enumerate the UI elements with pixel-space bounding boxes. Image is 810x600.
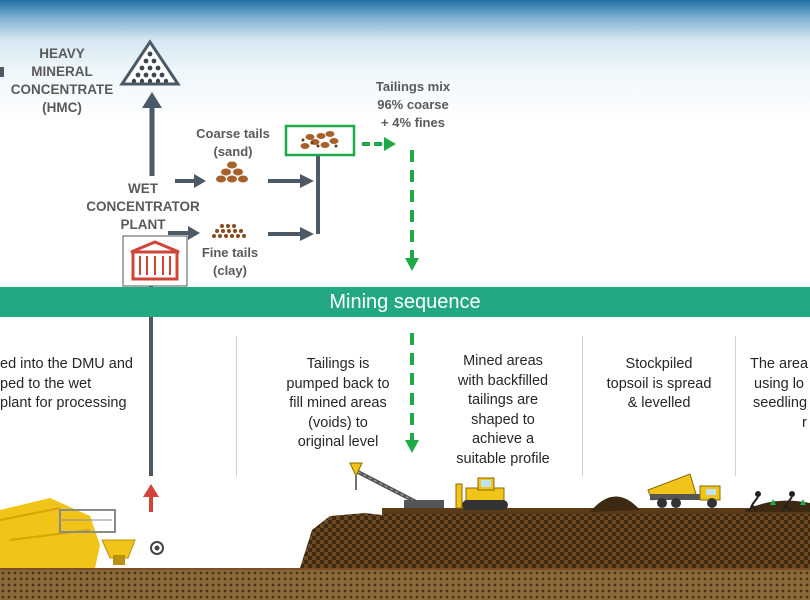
hmc-label-line: CONCENTRATE — [10, 82, 114, 97]
step-1-text: ed into the DMU and ped to the wet plant… — [0, 355, 150, 414]
step-line: Tailings is — [306, 356, 370, 372]
hmc-label-line: (HMC) — [42, 100, 82, 115]
edge-tick — [0, 67, 4, 77]
wcp-label-line: WET — [128, 181, 158, 196]
fine-tails-line: (clay) — [213, 263, 247, 278]
tailings-mix-box-icon — [284, 124, 356, 157]
wet-concentrator-plant-icon — [122, 235, 188, 287]
green-dashed-arrow-down-bottom — [405, 333, 419, 453]
bulldozer-icon — [455, 477, 508, 510]
step-4-text: Stockpiled topsoil is spread & levelled — [595, 355, 723, 414]
step-line: (voids) to — [308, 414, 368, 431]
step-line: seedling — [753, 395, 808, 411]
tailings-mix-line: Tailings mix — [375, 79, 451, 94]
tailings-mix-line: + 4% fines — [381, 115, 445, 130]
step-line: ed into the DMU and — [0, 356, 133, 372]
step-line: using lo — [754, 375, 804, 392]
coarse-sand-pile-icon — [216, 161, 248, 183]
mining-sequence-title: Mining sequence — [329, 291, 481, 313]
coarse-tails-line: Coarse tails — [196, 126, 270, 141]
hmc-label-line: MINERAL — [31, 64, 93, 79]
step-line: Mined areas — [463, 353, 543, 369]
coarse-tails-label: Coarse tails (sand) — [183, 125, 283, 161]
fine-clay-pile-icon — [212, 224, 246, 238]
green-dashed-arrow-right — [362, 137, 396, 151]
wcp-label-line: CONCENTRATOR — [86, 199, 200, 214]
green-dashed-arrow-down-top — [405, 150, 419, 271]
step-line: & levelled — [627, 395, 691, 411]
step-divider — [582, 336, 583, 476]
step-line: shaped to — [471, 411, 535, 428]
step-line: The area — [750, 356, 809, 372]
dump-truck-icon — [647, 473, 721, 508]
step-line: with backfilled — [457, 372, 549, 389]
wet-concentrator-plant-label: WET CONCENTRATOR PLANT — [78, 180, 208, 234]
step-line: original level — [297, 434, 379, 450]
arrow-to-hmc — [142, 92, 162, 176]
wcp-label-line: PLANT — [120, 217, 166, 232]
step-line: achieve a — [471, 431, 535, 447]
step-3-text: Mined areas with backfilled tailings are… — [442, 352, 564, 469]
step-line: r — [802, 414, 807, 431]
dredge-mining-unit-icon — [0, 498, 164, 568]
tailings-mix-label: Tailings mix 96% coarse + 4% fines — [358, 78, 468, 132]
step-line: topsoil is spread — [606, 375, 712, 392]
step-line: Stockpiled — [625, 356, 693, 372]
step-divider — [236, 336, 237, 476]
step-line: pumped back to — [286, 375, 390, 392]
step-line: plant for processing — [0, 395, 127, 411]
arrow-coarse-to-merge — [268, 174, 314, 188]
arrow-to-fine-tails — [168, 226, 200, 240]
step-line: suitable profile — [456, 450, 550, 467]
coarse-tails-line: (sand) — [213, 144, 253, 159]
hmc-label-line: HEAVY — [39, 46, 85, 61]
fine-tails-line: Fine tails — [201, 245, 259, 260]
heavy-mineral-pile-icon — [119, 39, 181, 86]
arrow-fine-to-merge — [268, 227, 314, 241]
ground-profile — [0, 496, 810, 600]
step-line: ped to the wet — [0, 375, 92, 392]
arrow-to-coarse-tails — [175, 174, 206, 188]
step-5-text: The area using lo seedling r — [750, 355, 810, 433]
workers-planting-icon — [749, 491, 806, 512]
hmc-label: HEAVY MINERAL CONCENTRATE (HMC) — [2, 45, 122, 117]
step-2-text: Tailings is pumped back to fill mined ar… — [275, 355, 401, 453]
red-arrow-up — [143, 484, 159, 512]
tailings-mix-line: 96% coarse — [377, 97, 449, 112]
step-line: tailings are — [467, 392, 539, 408]
step-line: fill mined areas — [289, 395, 387, 411]
mining-sequence-band — [0, 287, 810, 317]
step-divider — [735, 336, 736, 476]
stacker-crane-icon — [349, 462, 444, 508]
fine-tails-label: Fine tails (clay) — [190, 244, 270, 280]
